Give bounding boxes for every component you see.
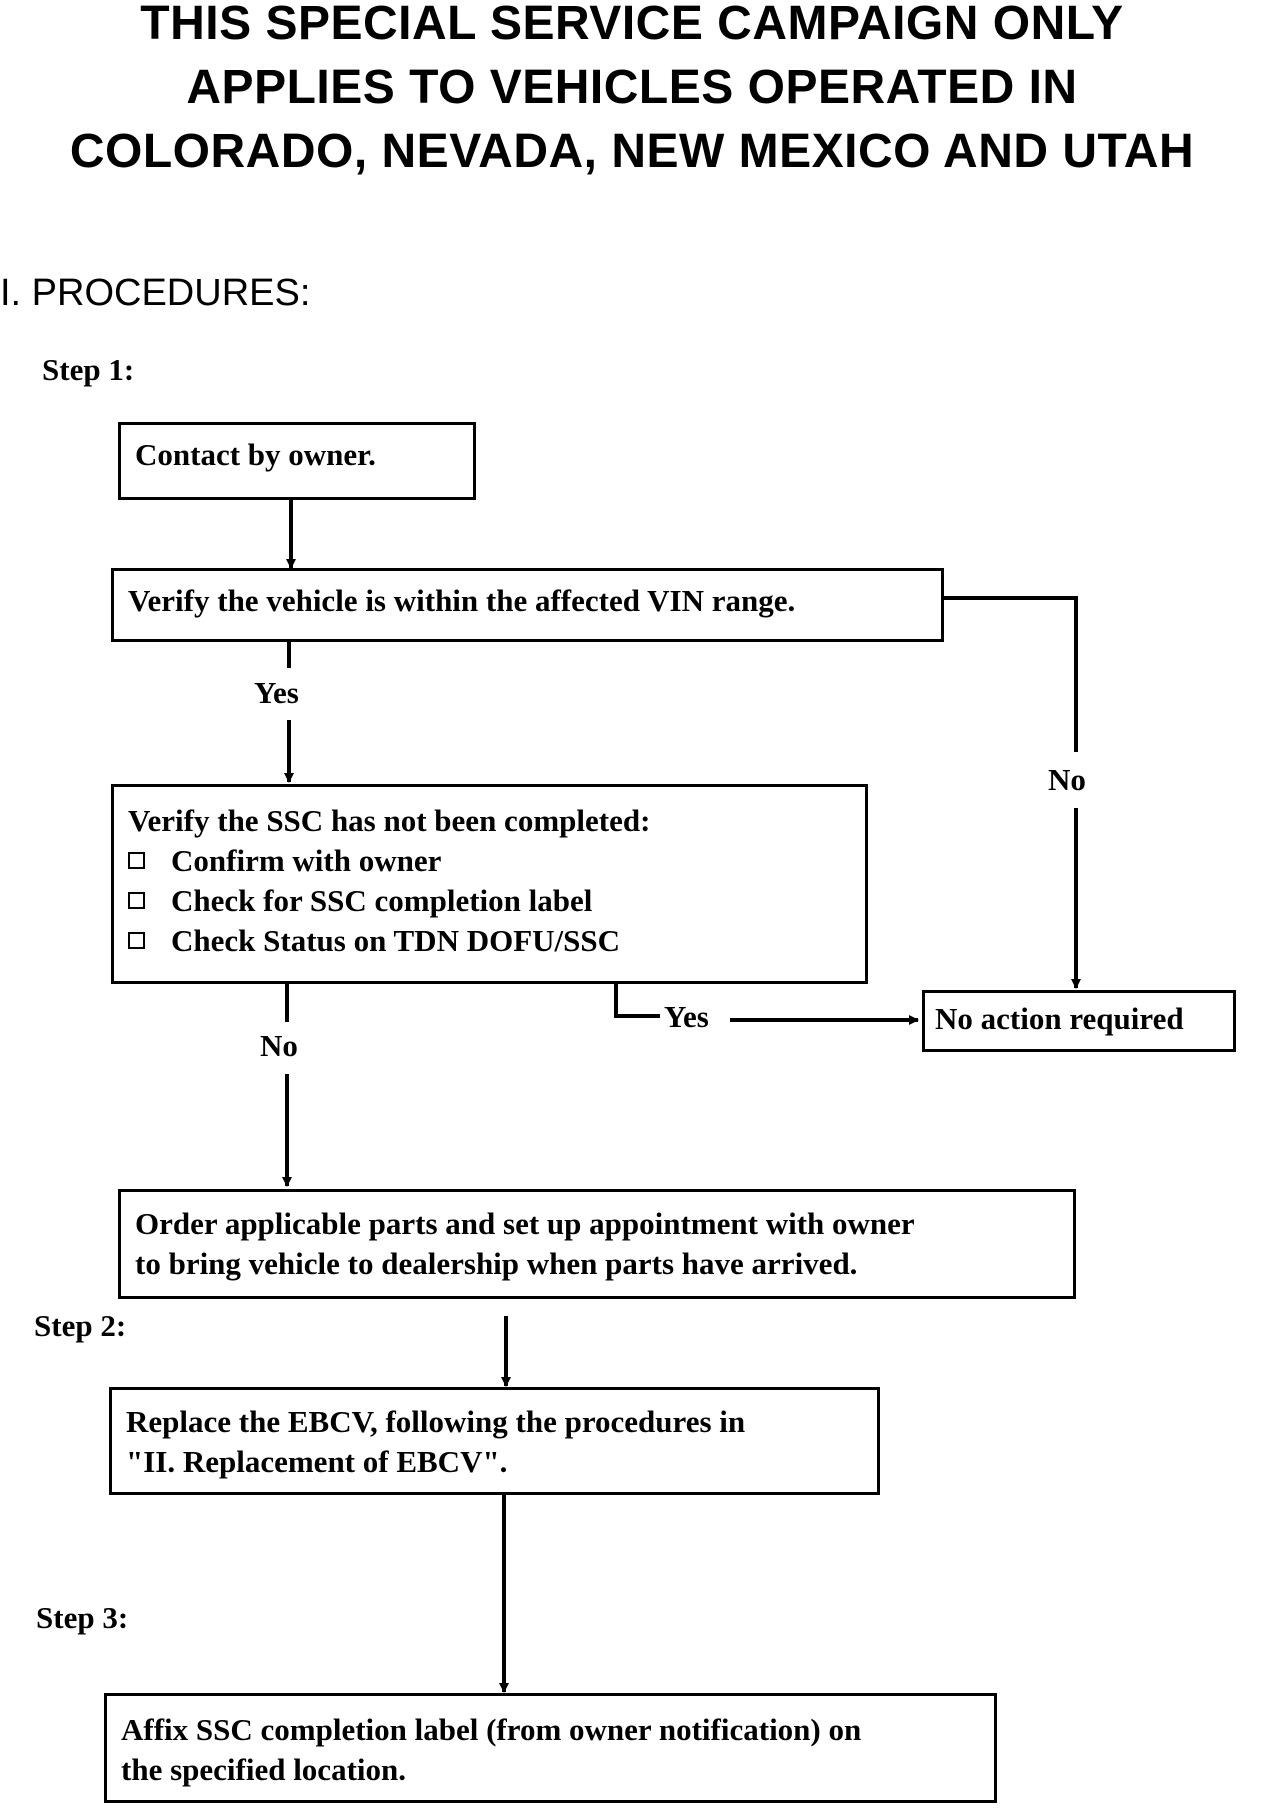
node-contact-by-owner-text: Contact by owner. xyxy=(135,437,376,472)
checkbox-icon xyxy=(128,852,145,870)
checkbox-icon xyxy=(128,892,145,910)
edge-label-vin-no: No xyxy=(1044,762,1090,798)
node-no-action-required-text: No action required xyxy=(935,1001,1184,1036)
checklist-item-text: Confirm with owner xyxy=(171,843,442,878)
node-contact-by-owner: Contact by owner. xyxy=(118,422,476,500)
node-order-parts-line-1: Order applicable parts and set up appoin… xyxy=(135,1206,915,1241)
edge-label-ssc-no: No xyxy=(256,1028,302,1064)
checklist-item: Check for SSC completion label xyxy=(128,881,851,921)
node-affix-ssc-label: Affix SSC completion label (from owner n… xyxy=(104,1693,997,1803)
node-affix-ssc-label-line-1: Affix SSC completion label (from owner n… xyxy=(121,1712,862,1747)
campaign-banner-line-2: APPLIES TO VEHICLES OPERATED IN xyxy=(186,61,1078,114)
node-verify-vin-range: Verify the vehicle is within the affecte… xyxy=(111,568,944,642)
step-2-label: Step 2: xyxy=(34,1308,127,1343)
node-no-action-required: No action required xyxy=(922,990,1236,1052)
checkbox-icon xyxy=(128,932,145,950)
campaign-banner-line-1: THIS SPECIAL SERVICE CAMPAIGN ONLY xyxy=(140,0,1124,50)
edge-label-vin-yes: Yes xyxy=(250,675,303,711)
node-replace-ebcv-line-2: "II. Replacement of EBCV". xyxy=(126,1444,508,1479)
step-1-label: Step 1: xyxy=(42,352,135,387)
checklist-item: Confirm with owner xyxy=(128,841,851,881)
section-heading: I. PROCEDURES: xyxy=(0,272,311,314)
node-replace-ebcv: Replace the EBCV, following the procedur… xyxy=(109,1387,880,1495)
checklist-item: Check Status on TDN DOFU/SSC xyxy=(128,921,851,961)
node-verify-ssc: Verify the SSC has not been completed: C… xyxy=(111,784,868,984)
campaign-banner-line-3: COLORADO, NEVADA, NEW MEXICO AND UTAH xyxy=(69,125,1195,178)
node-verify-vin-range-text: Verify the vehicle is within the affecte… xyxy=(128,583,796,618)
checklist-item-text: Check Status on TDN DOFU/SSC xyxy=(171,923,621,958)
edge-label-ssc-yes: Yes xyxy=(660,999,713,1035)
node-verify-ssc-title: Verify the SSC has not been completed: xyxy=(128,803,651,838)
node-affix-ssc-label-line-2: the specified location. xyxy=(121,1752,406,1787)
node-replace-ebcv-line-1: Replace the EBCV, following the procedur… xyxy=(126,1404,746,1439)
edge-ssc-yes-start xyxy=(614,982,660,1018)
checklist-item-text: Check for SSC completion label xyxy=(171,883,593,918)
edge-vin-no-top xyxy=(944,596,1078,752)
step-3-label: Step 3: xyxy=(36,1600,129,1635)
node-order-parts-line-2: to bring vehicle to dealership when part… xyxy=(135,1246,858,1281)
node-order-parts: Order applicable parts and set up appoin… xyxy=(118,1189,1076,1299)
